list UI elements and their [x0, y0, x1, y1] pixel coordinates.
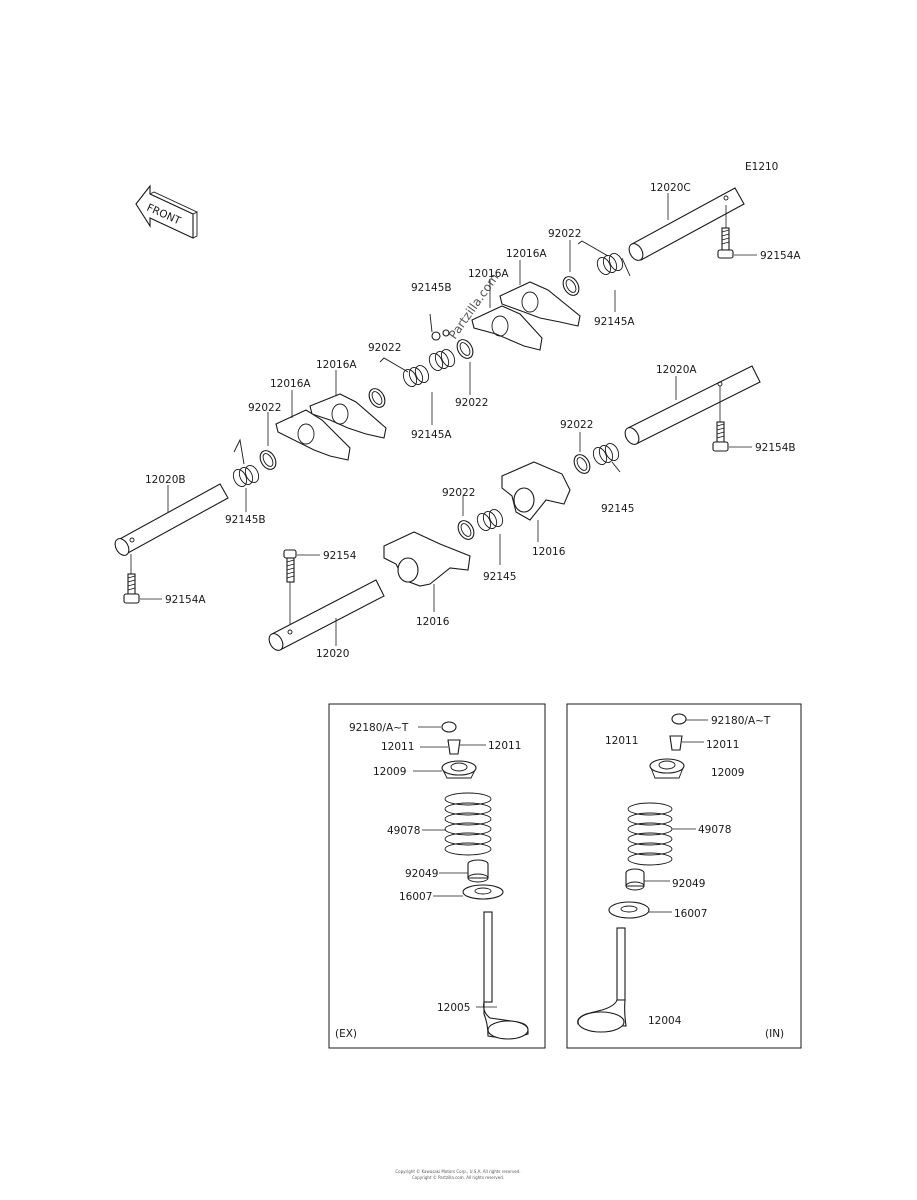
label-92154a-left: 92154A	[165, 594, 206, 606]
label-92022-r1: 92022	[560, 419, 593, 431]
in-keeper	[669, 735, 683, 751]
shaft-12020a	[624, 365, 761, 445]
arm-12016a-left-2	[275, 409, 351, 461]
label-92022-r2: 92022	[442, 487, 475, 499]
bolt-92154a-left	[123, 554, 140, 604]
washer-92022-mid	[456, 339, 474, 359]
label-92022-mid: 92022	[455, 397, 488, 409]
ex-shim	[441, 721, 457, 733]
in-spring-seat	[608, 901, 650, 919]
in-keeper-right-label: 12011	[706, 739, 739, 751]
label-92145a-top: 92145A	[594, 316, 635, 328]
label-92145b-mid: 92145B	[411, 282, 452, 294]
pin-92145b-mid	[429, 313, 450, 341]
diagram-code: E1210	[745, 161, 778, 173]
ex-valve-box	[328, 703, 546, 1049]
arm-12016-right	[501, 461, 571, 521]
in-valve-label: 12004	[648, 1015, 682, 1027]
in-shim	[671, 713, 687, 725]
ex-keeper-right-label: 12011	[488, 740, 521, 752]
washer-left	[368, 388, 386, 408]
washer-92022-far	[259, 450, 277, 470]
bolt-92154b	[712, 386, 729, 452]
ex-retainer	[441, 760, 477, 779]
spring-92145a-top	[577, 240, 631, 277]
ex-seat-label: 16007	[399, 891, 432, 903]
footer-line2: Copyright © Partzilla.com. All rights re…	[412, 1175, 504, 1180]
in-shim-label: 92180/A~T	[711, 715, 771, 727]
bolt-92154a-top	[717, 205, 734, 259]
shaft-12020b	[114, 483, 229, 556]
arm-12016-left	[383, 531, 471, 587]
in-retainer-label: 12009	[711, 767, 744, 779]
label-92022-far: 92022	[248, 402, 281, 414]
label-92022-top: 92022	[548, 228, 581, 240]
ex-keeper	[447, 739, 461, 755]
in-valve-box	[566, 703, 802, 1049]
ex-seal-label: 92049	[405, 868, 438, 880]
footer-line1: Copyright © Kawasaki Motors Corp., U.S.A…	[395, 1169, 520, 1174]
shaft-12020c	[628, 187, 745, 261]
spring-92145-r1	[592, 443, 621, 473]
washer-92022-top	[562, 276, 580, 296]
label-12016a-left2: 12016A	[270, 378, 311, 390]
ex-spring-seat	[462, 884, 504, 900]
in-valve-spring	[627, 802, 673, 866]
ex-valve-label: 12005	[437, 1002, 470, 1014]
arm-12016a-top-1	[499, 281, 581, 327]
bolt-92154	[283, 549, 297, 628]
ex-keeper-left-label: 12011	[381, 741, 414, 753]
in-keeper-left-label: 12011	[605, 735, 638, 747]
in-stem-seal	[625, 868, 645, 891]
in-tag: (IN)	[765, 1028, 784, 1040]
label-92145a-mid: 92145A	[411, 429, 452, 441]
label-12016a-top1: 12016A	[506, 248, 547, 260]
in-seat-label: 16007	[674, 908, 707, 920]
label-12016-right: 12016	[532, 546, 566, 558]
label-12020b: 12020B	[145, 474, 186, 486]
ex-stem-seal	[467, 859, 489, 883]
label-12016-left: 12016	[416, 616, 450, 628]
label-12016a-left1: 12016A	[316, 359, 357, 371]
arm-12016a-left-1	[309, 393, 387, 439]
shaft-12020	[268, 579, 385, 651]
label-12020c: 12020C	[650, 182, 691, 194]
in-retainer	[649, 758, 685, 779]
in-valve	[577, 927, 627, 1033]
ex-tag: (EX)	[335, 1028, 357, 1040]
washer-92022-r2	[457, 520, 475, 540]
in-spring-label: 49078	[698, 824, 731, 836]
label-12016a-top2: 12016A	[468, 268, 509, 280]
ex-shim-label: 92180/A~T	[349, 722, 409, 734]
washer-92022-r1	[573, 454, 591, 474]
label-12020a: 12020A	[656, 364, 697, 376]
arm-12016a-top-2	[471, 305, 543, 351]
label-92145-r2: 92145	[483, 571, 516, 583]
spring-92145a-mid	[379, 349, 456, 387]
in-seal-label: 92049	[672, 878, 705, 890]
label-12020: 12020	[316, 648, 349, 660]
ex-retainer-label: 12009	[373, 766, 406, 778]
ex-valve-spring	[444, 792, 492, 856]
spring-92145b	[232, 438, 260, 487]
ex-spring-label: 49078	[387, 825, 420, 837]
front-arrow-icon: FRONT	[135, 184, 199, 239]
ex-valve	[483, 911, 529, 1040]
label-92145-r1: 92145	[601, 503, 634, 515]
label-92022-left: 92022	[368, 342, 401, 354]
spring-92145-r2	[476, 509, 504, 531]
label-92154a-top: 92154A	[760, 250, 801, 262]
label-92145b: 92145B	[225, 514, 266, 526]
label-92154: 92154	[323, 550, 357, 562]
label-92154b: 92154B	[755, 442, 796, 454]
